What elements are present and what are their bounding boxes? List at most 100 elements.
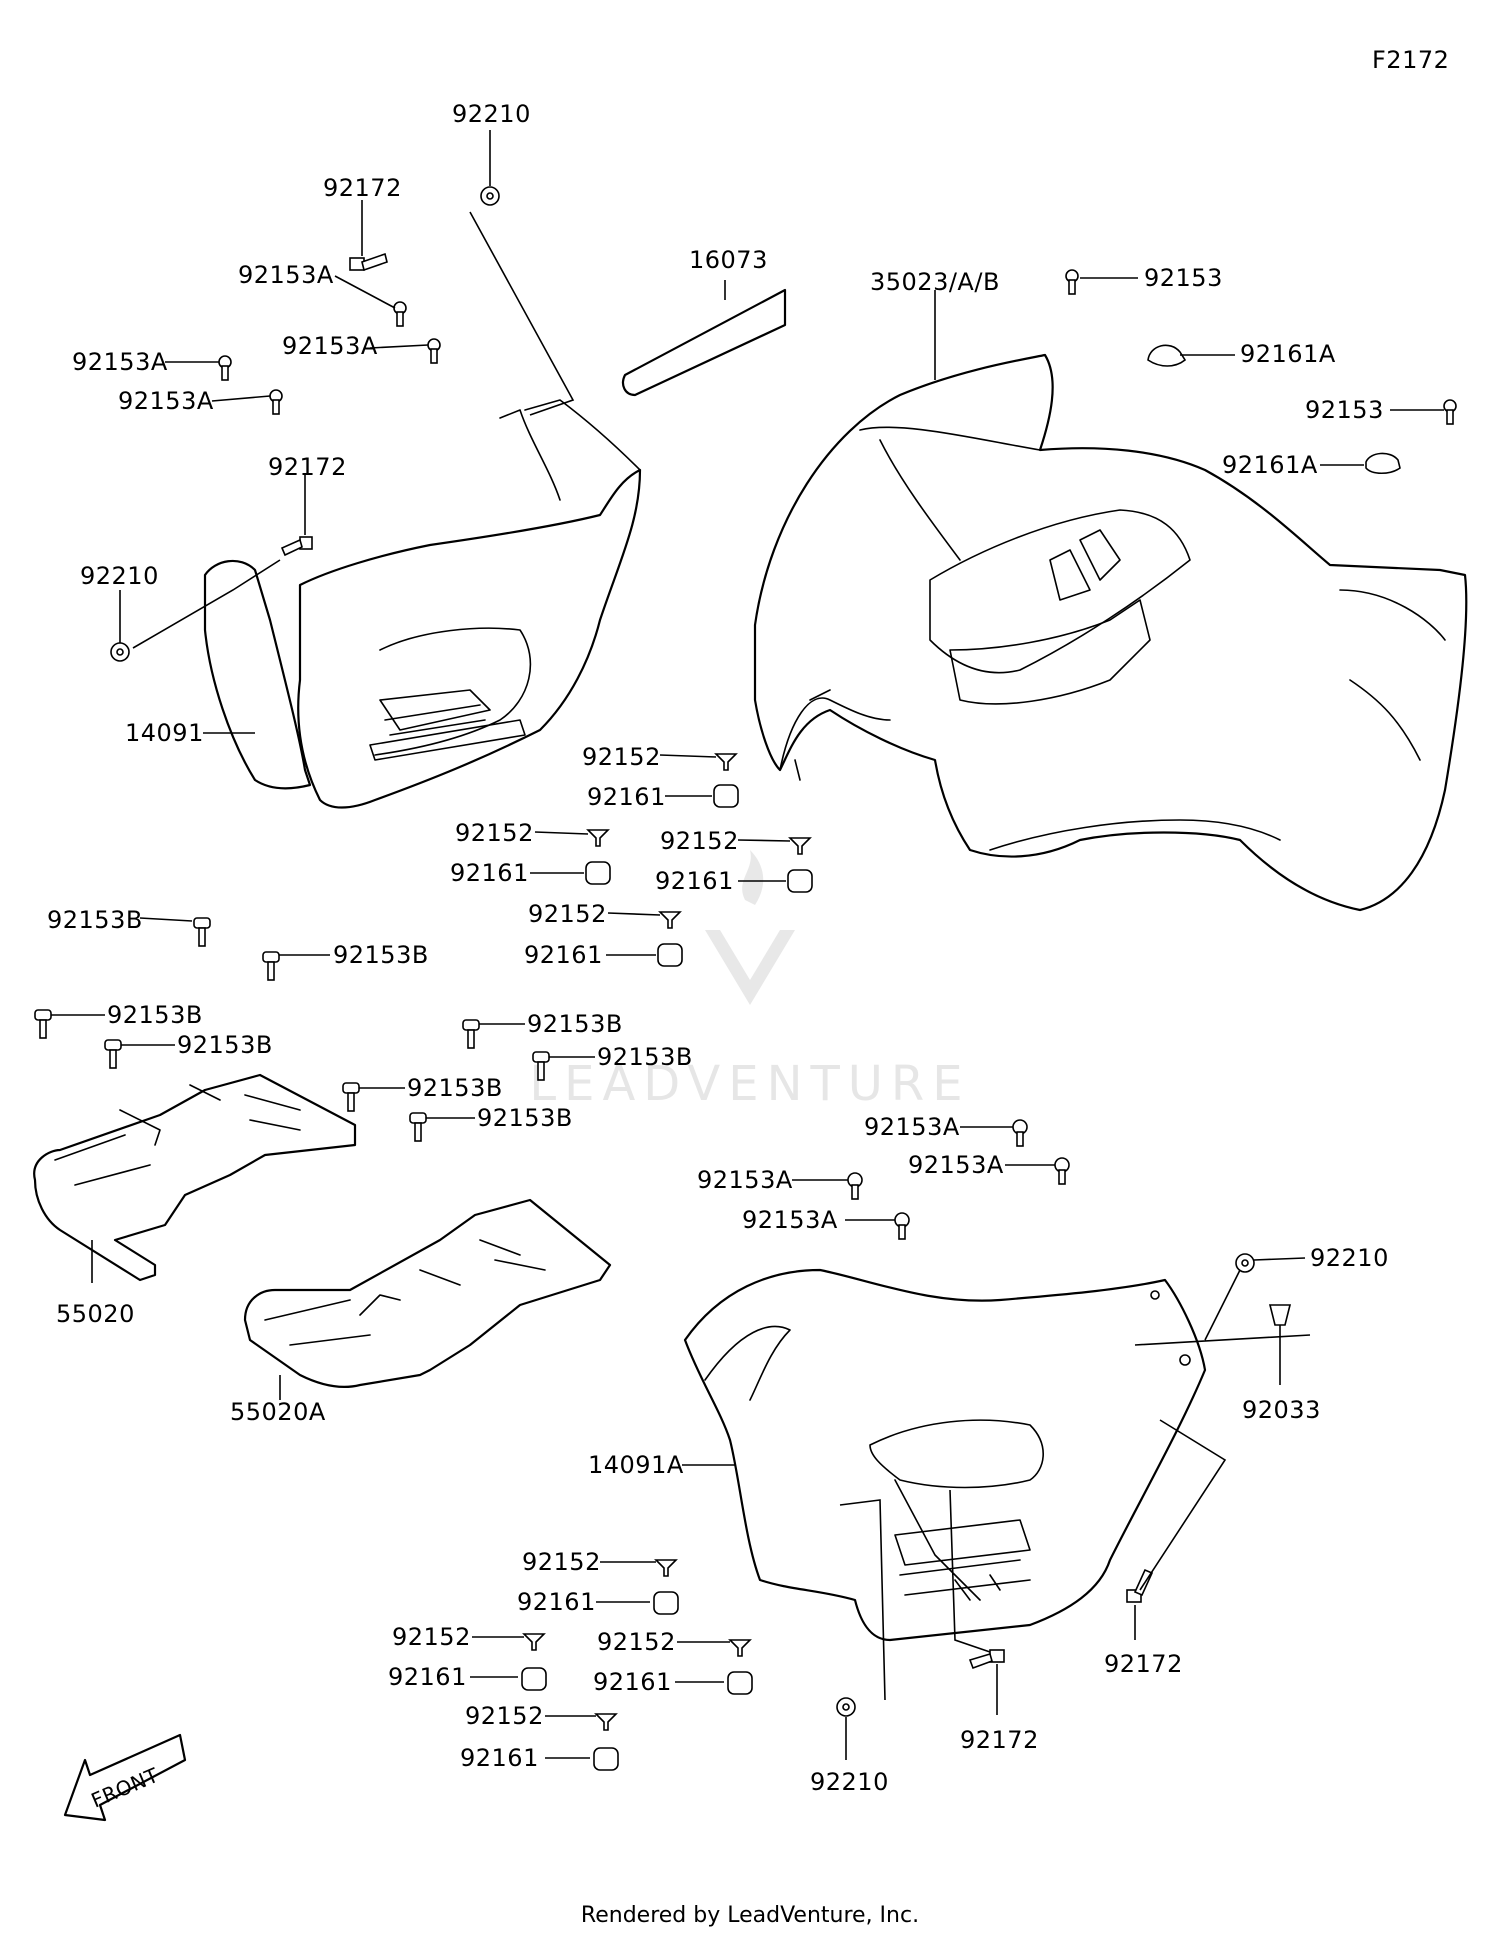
washer-92033 (1268, 1304, 1292, 1326)
callout-92152-u3: 92152 (660, 827, 739, 855)
callout-92152-l1: 92152 (522, 1548, 601, 1576)
rivet-92152-u3 (788, 837, 812, 855)
callout-92161-l1: 92161 (517, 1588, 596, 1616)
callout-92153A-e: 92153A (864, 1113, 960, 1141)
grommet-92161-l2 (521, 1667, 547, 1691)
watermark-text: LEADVENTURE (529, 1056, 970, 1112)
footrest-55020A (243, 1198, 612, 1389)
rivet-92152-u4 (658, 911, 682, 929)
callout-92152-u2: 92152 (455, 819, 534, 847)
callout-92210-left: 92210 (80, 562, 159, 590)
bolt-92153B-1 (193, 917, 211, 947)
callout-92210-right: 92210 (1310, 1244, 1389, 1272)
callout-92153A-f: 92153A (908, 1151, 1004, 1179)
callout-92210-bottom: 92210 (810, 1768, 889, 1796)
fastener-symbols (34, 186, 1457, 1771)
bolt-92153B-2 (262, 951, 280, 981)
clip-nut-92210-right (1235, 1253, 1255, 1273)
callout-16073: 16073 (689, 246, 768, 274)
bolt-92172-bottom (968, 1649, 1005, 1670)
footrest-55020 (33, 1073, 357, 1282)
leader-lines (51, 130, 1444, 1760)
callout-92153B-3: 92153B (107, 1001, 203, 1029)
bolt-92153B-6 (532, 1051, 550, 1081)
screw-92153A-8 (894, 1212, 910, 1240)
clip-nut-92210-top (480, 186, 500, 206)
callout-55020A: 55020A (230, 1398, 326, 1426)
callout-92153A-b: 92153A (282, 332, 378, 360)
callout-92161-u2: 92161 (450, 859, 529, 887)
callout-92152-l2: 92152 (392, 1623, 471, 1651)
callout-labels: 92210 92172 92153A 92153A 92153A 92153A … (47, 100, 1389, 1796)
callout-92161A-a: 92161A (1240, 340, 1336, 368)
callout-92152-l4: 92152 (465, 1702, 544, 1730)
callout-55020: 55020 (56, 1300, 135, 1328)
callout-92161-u3: 92161 (655, 867, 734, 895)
callout-92153A-c: 92153A (72, 348, 168, 376)
bolt-92153B-8 (409, 1112, 427, 1142)
right-footwell-14091A (683, 1268, 1207, 1642)
grommet-92161-u2 (585, 861, 611, 885)
grommet-92161A-1 (1147, 344, 1187, 367)
screw-92153A-3 (218, 355, 232, 381)
bolt-92153B-4 (104, 1039, 122, 1069)
callout-92161-u1: 92161 (587, 783, 666, 811)
front-direction-arrow: FRONT (63, 1733, 187, 1822)
callout-92153A-a: 92153A (238, 261, 334, 289)
callout-92152-u4: 92152 (528, 900, 607, 928)
callout-92161-l4: 92161 (460, 1744, 539, 1772)
grommet-92161A-2 (1365, 452, 1401, 475)
bolt-92153B-3 (34, 1009, 52, 1039)
callout-14091: 14091 (125, 719, 204, 747)
rivet-92152-l4 (594, 1713, 618, 1731)
screw-92153A-1 (393, 301, 407, 327)
rivet-92152-l3 (728, 1639, 752, 1657)
callout-92210-top: 92210 (452, 100, 531, 128)
screw-92153A-5 (1012, 1119, 1028, 1147)
callout-92152-l3: 92152 (597, 1628, 676, 1656)
callout-92153A-g: 92153A (697, 1166, 793, 1194)
grommet-92161-u3 (787, 869, 813, 893)
callout-92172-right: 92172 (1104, 1650, 1183, 1678)
callout-92153B-5: 92153B (527, 1010, 623, 1038)
rivet-92152-u1 (714, 753, 738, 771)
callout-92161-u4: 92161 (524, 941, 603, 969)
callout-92153A-d: 92153A (118, 387, 214, 415)
callout-92153-b: 92153 (1305, 396, 1384, 424)
screw-92153A-6 (1054, 1157, 1070, 1185)
callout-92172-top: 92172 (323, 174, 402, 202)
bolt-92153B-7 (342, 1082, 360, 1112)
callout-92161-l2: 92161 (388, 1663, 467, 1691)
callout-35023-A-B: 35023/A/B (870, 268, 1000, 296)
rivet-92152-u2 (586, 829, 610, 847)
callout-92153B-2: 92153B (333, 941, 429, 969)
clip-nut-92210-left (110, 642, 130, 662)
callout-92153A-h: 92153A (742, 1206, 838, 1234)
callout-92153B-8: 92153B (477, 1104, 573, 1132)
bolt-92172-top (349, 252, 388, 272)
footer-credit: Rendered by LeadVenture, Inc. (581, 1903, 919, 1928)
figure-id: F2172 (1372, 46, 1449, 74)
left-footwell-14091 (203, 399, 642, 809)
callout-92153B-7: 92153B (407, 1074, 503, 1102)
trim-strip-16073 (621, 288, 787, 397)
callout-92161A-b: 92161A (1222, 451, 1318, 479)
grommet-92161-u4 (657, 943, 683, 967)
screw-92153A-7 (847, 1172, 863, 1200)
bolt-92172-right (1126, 1568, 1154, 1603)
callout-92153B-4: 92153B (177, 1031, 273, 1059)
bolt-92153B-5 (462, 1019, 480, 1049)
callout-92153-a: 92153 (1144, 264, 1223, 292)
grommet-92161-l3 (727, 1671, 753, 1695)
callout-92033: 92033 (1242, 1396, 1321, 1424)
rivet-92152-l1 (654, 1559, 678, 1577)
callout-92153B-6: 92153B (597, 1043, 693, 1071)
callout-92172-mid: 92172 (268, 453, 347, 481)
bolt-92172-mid (280, 536, 313, 557)
watermark-logo: LEADVENTURE (529, 850, 970, 1112)
callout-92172-bottom: 92172 (960, 1726, 1039, 1754)
grommet-92161-l4 (593, 1747, 619, 1771)
screw-92153A-2 (427, 338, 441, 364)
rivet-92152-l2 (522, 1633, 546, 1651)
